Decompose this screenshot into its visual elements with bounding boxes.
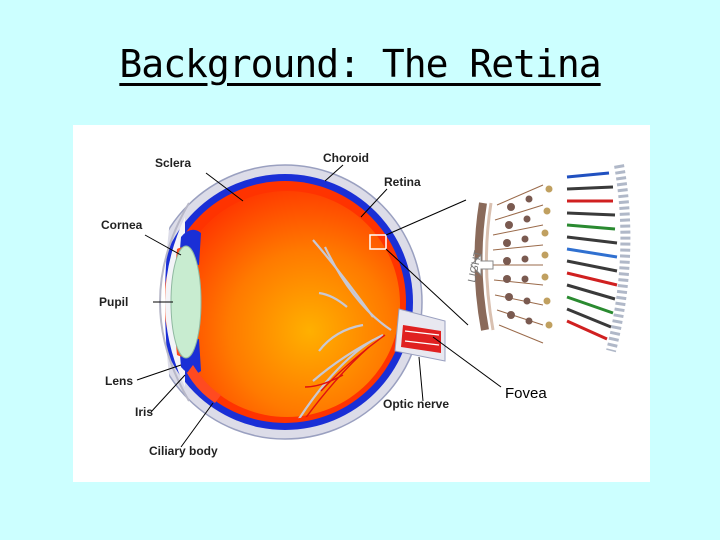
label-iris: Iris	[135, 405, 153, 419]
retinal-layer-inset	[474, 164, 631, 353]
label-pupil: Pupil	[99, 295, 128, 309]
lens-shape	[170, 245, 202, 359]
magnify-box	[369, 234, 387, 250]
label-sclera: Sclera	[155, 156, 191, 170]
eye-diagram-panel: LIGHT Sclera Choroid Retina Cornea Pupil…	[73, 125, 650, 482]
label-optic-nerve: Optic nerve	[383, 397, 449, 411]
magnify-line-bottom	[385, 248, 469, 326]
label-retina: Retina	[384, 175, 421, 189]
magnify-line-top	[385, 199, 467, 236]
light-arrow	[470, 253, 494, 277]
slide-title: Background: The Retina	[119, 42, 601, 86]
optic-nerve-shape	[394, 308, 446, 362]
retinal-vessels-red	[298, 334, 386, 419]
label-lens: Lens	[105, 374, 133, 388]
label-ciliary-body: Ciliary body	[149, 444, 218, 458]
label-fovea: Fovea	[505, 385, 547, 402]
retinal-vessels	[294, 239, 392, 419]
label-cornea: Cornea	[101, 218, 143, 232]
label-choroid: Choroid	[323, 151, 369, 165]
eye-anatomy-diagram: LIGHT Sclera Choroid Retina Cornea Pupil…	[99, 151, 631, 458]
leader-lines	[136, 164, 502, 448]
ciliary-body-shape	[187, 365, 221, 403]
